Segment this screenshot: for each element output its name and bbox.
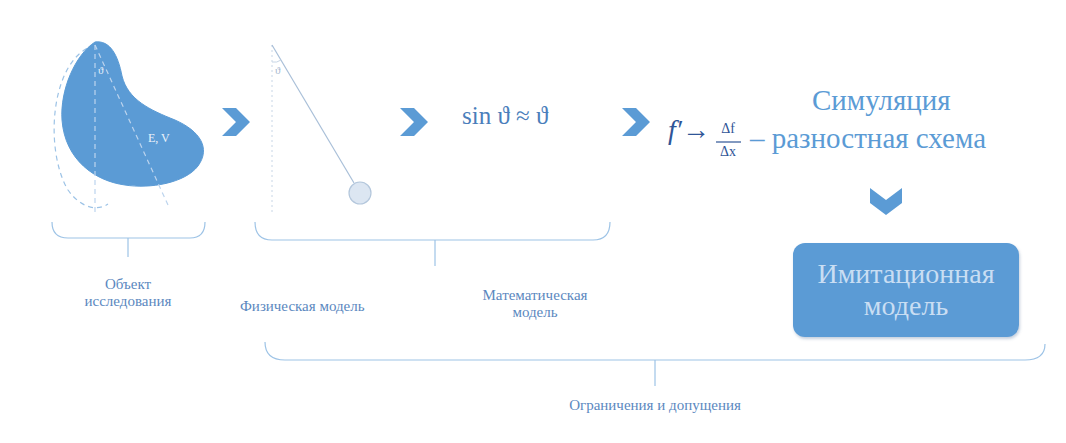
derivative-symbol: f′→ xyxy=(668,114,710,146)
bracket xyxy=(255,222,610,240)
step-title: Симуляция xyxy=(812,84,951,117)
bracket xyxy=(52,222,205,238)
tilt-axis xyxy=(95,45,168,205)
node-text: Имитационная модель xyxy=(806,258,1006,322)
angle-symbol: ϑ xyxy=(275,64,280,77)
chevron-arrow xyxy=(222,108,250,136)
fraction-denominator: Δx xyxy=(714,144,742,160)
step-title: – разностная схема xyxy=(750,122,986,155)
stage-label: Объект исследования xyxy=(72,276,184,311)
formula: sin ϑ ≈ ϑ xyxy=(462,102,548,131)
pendulum-rod xyxy=(272,45,354,183)
fraction-numerator: Δf xyxy=(714,121,742,137)
energy-volume-label: E, V xyxy=(148,132,170,146)
angle-arc xyxy=(272,60,281,62)
bracket xyxy=(265,342,1045,360)
angle-symbol: ϑ xyxy=(98,64,103,77)
chevron-arrow xyxy=(400,108,428,136)
pendulum-vertical xyxy=(272,45,273,212)
bracket-tick xyxy=(127,238,128,257)
fraction-bar xyxy=(716,141,741,142)
chevron-arrow xyxy=(622,108,650,136)
chevron-down xyxy=(870,188,902,215)
stage-label: Математическая модель xyxy=(470,287,600,322)
bracket-tick xyxy=(434,240,435,266)
stage-label: Физическая модель xyxy=(240,298,365,315)
object-blob xyxy=(62,42,204,186)
pendulum-bob xyxy=(349,182,371,204)
process-box: Имитационная модель xyxy=(793,243,1019,337)
bracket-tick xyxy=(654,360,655,386)
vertical-axis xyxy=(94,45,95,212)
stage-label: Ограничения и допущения xyxy=(495,397,815,414)
